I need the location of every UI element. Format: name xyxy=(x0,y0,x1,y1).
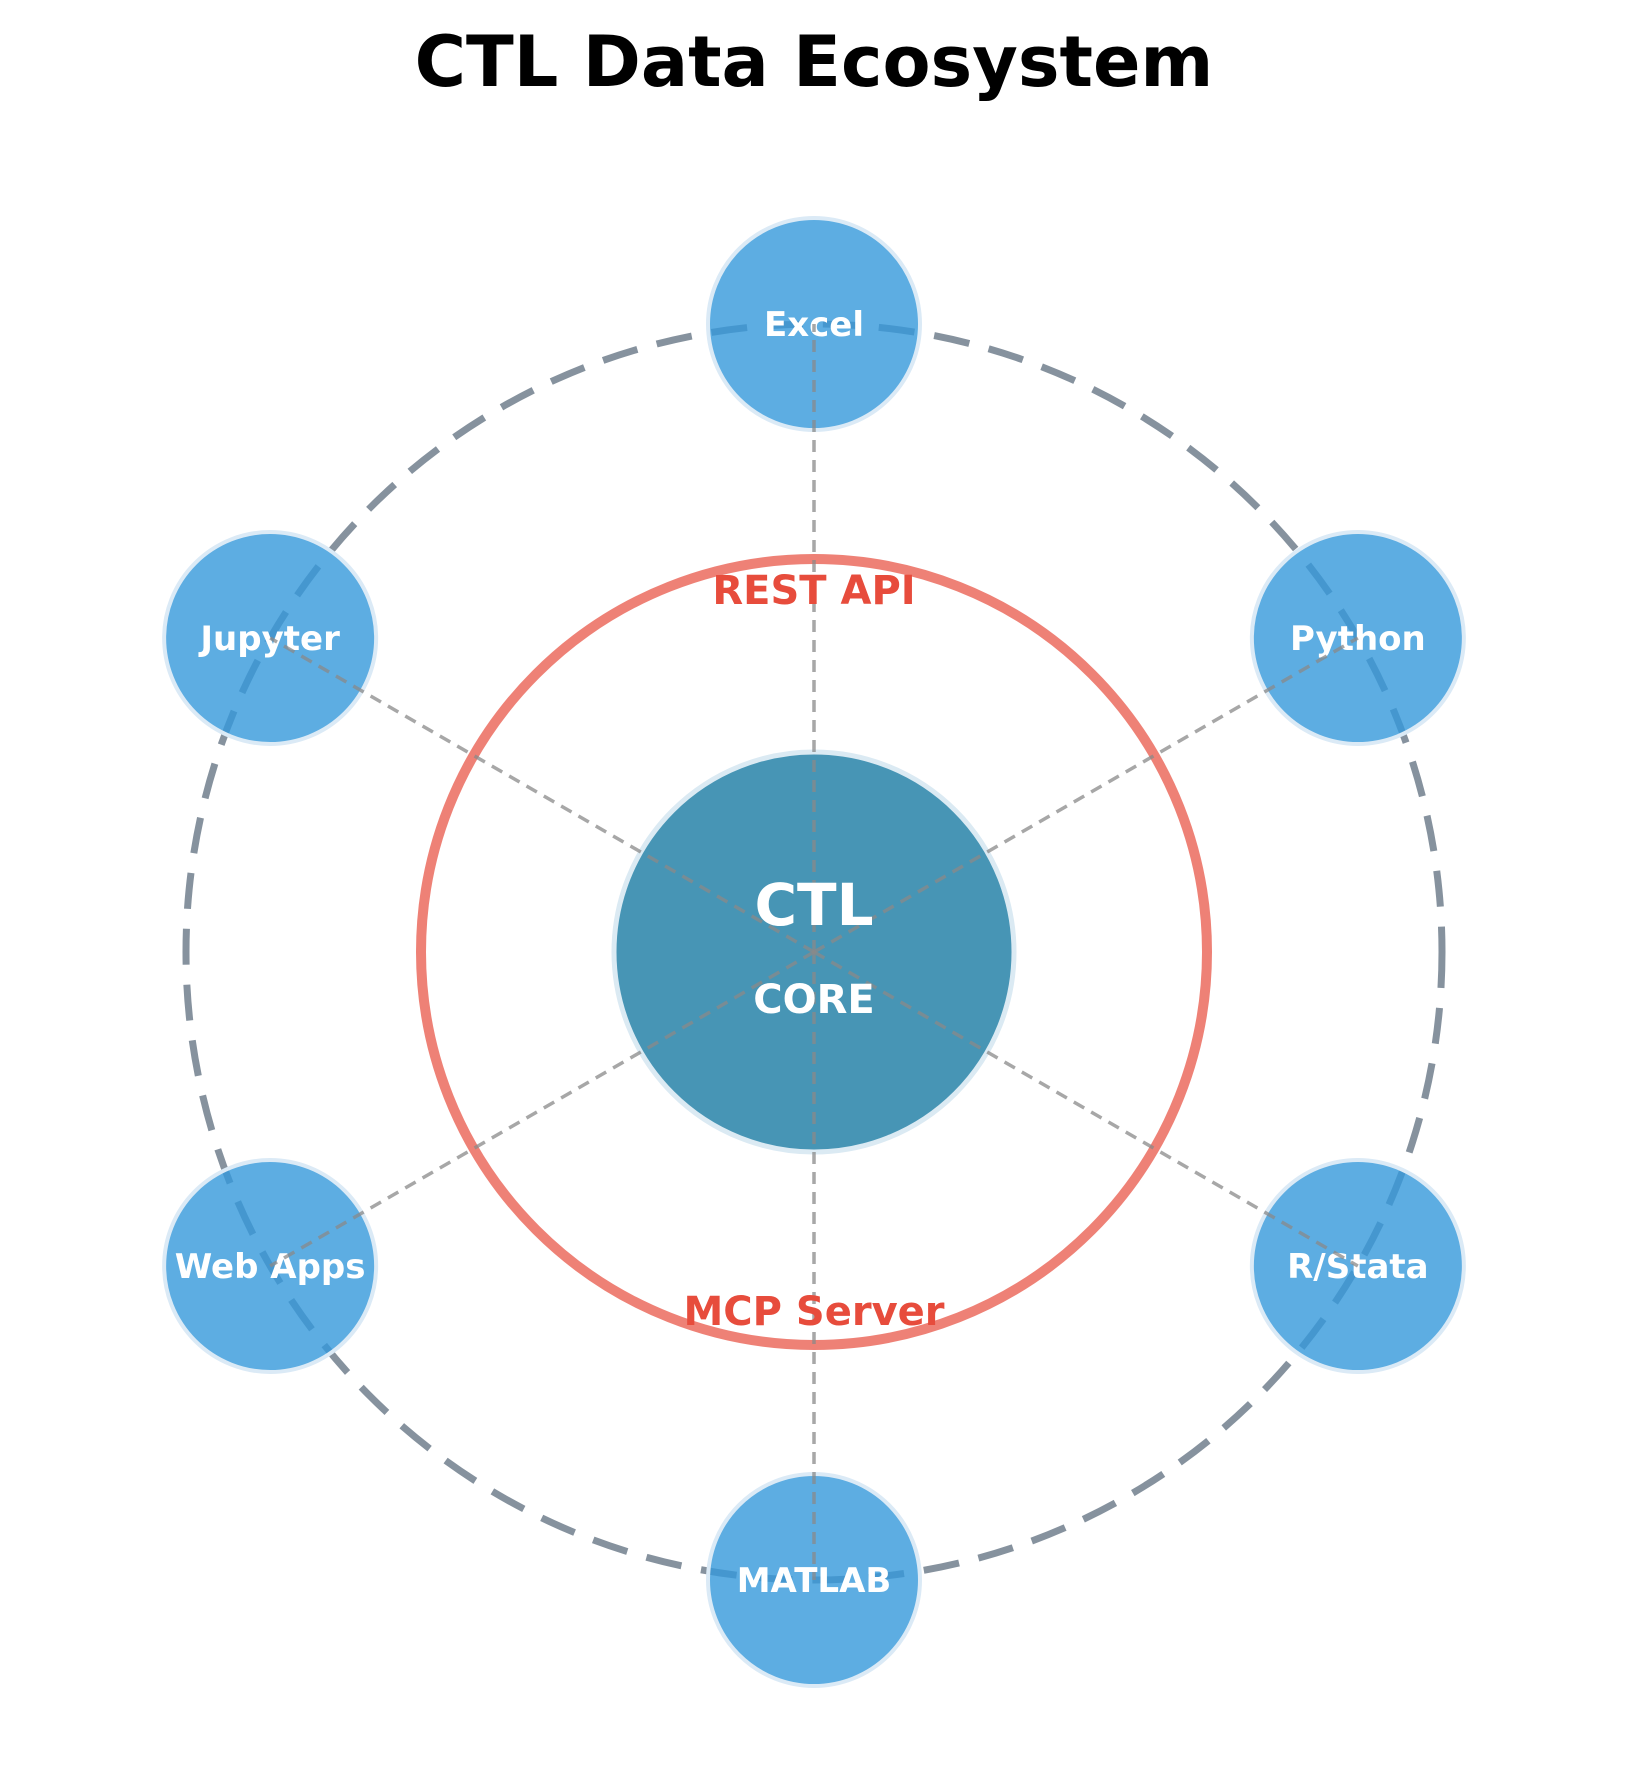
node-label-jupyter: Jupyter xyxy=(198,619,340,659)
spoke-python xyxy=(813,636,1359,954)
connection-spokes xyxy=(269,324,1359,1580)
spoke-web-apps xyxy=(269,950,815,1268)
mcp-server-label: MCP Server xyxy=(684,1289,945,1335)
core-sublabel: CORE xyxy=(753,977,874,1023)
node-label-matlab: MATLAB xyxy=(737,1561,892,1601)
rest-api-label: REST API xyxy=(712,568,915,614)
api-ring xyxy=(416,554,1212,1350)
core-label: CTL xyxy=(754,871,873,939)
diagram-title: CTL Data Ecosystem xyxy=(415,21,1214,103)
node-label-r-stata: R/Stata xyxy=(1287,1247,1428,1287)
spoke-jupyter xyxy=(269,636,815,954)
node-label-web-apps: Web Apps xyxy=(175,1247,366,1287)
spoke-r-stata xyxy=(813,950,1359,1268)
